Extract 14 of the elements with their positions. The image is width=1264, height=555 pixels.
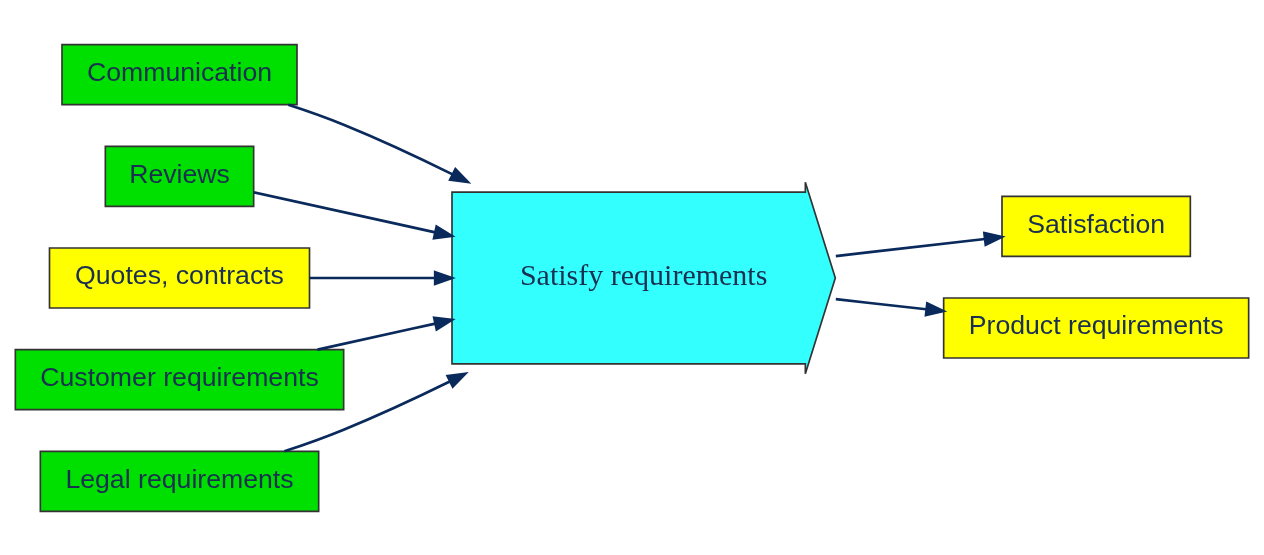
node-box: Communication bbox=[61, 43, 298, 105]
arrow bbox=[317, 315, 456, 351]
node-box: Satisfaction bbox=[1001, 195, 1192, 257]
arrow bbox=[287, 102, 472, 184]
arrow bbox=[835, 230, 1006, 257]
arrow bbox=[253, 190, 456, 240]
node-box: Customer requirements bbox=[14, 348, 345, 410]
arrow bbox=[835, 297, 948, 317]
node-box: Legal requirements bbox=[39, 450, 320, 512]
arrow bbox=[309, 269, 456, 286]
node-box: Product requirements bbox=[942, 296, 1250, 359]
node-box: Quotes, contracts bbox=[48, 246, 311, 309]
node-box: Reviews bbox=[104, 145, 255, 207]
arrow bbox=[283, 371, 469, 453]
